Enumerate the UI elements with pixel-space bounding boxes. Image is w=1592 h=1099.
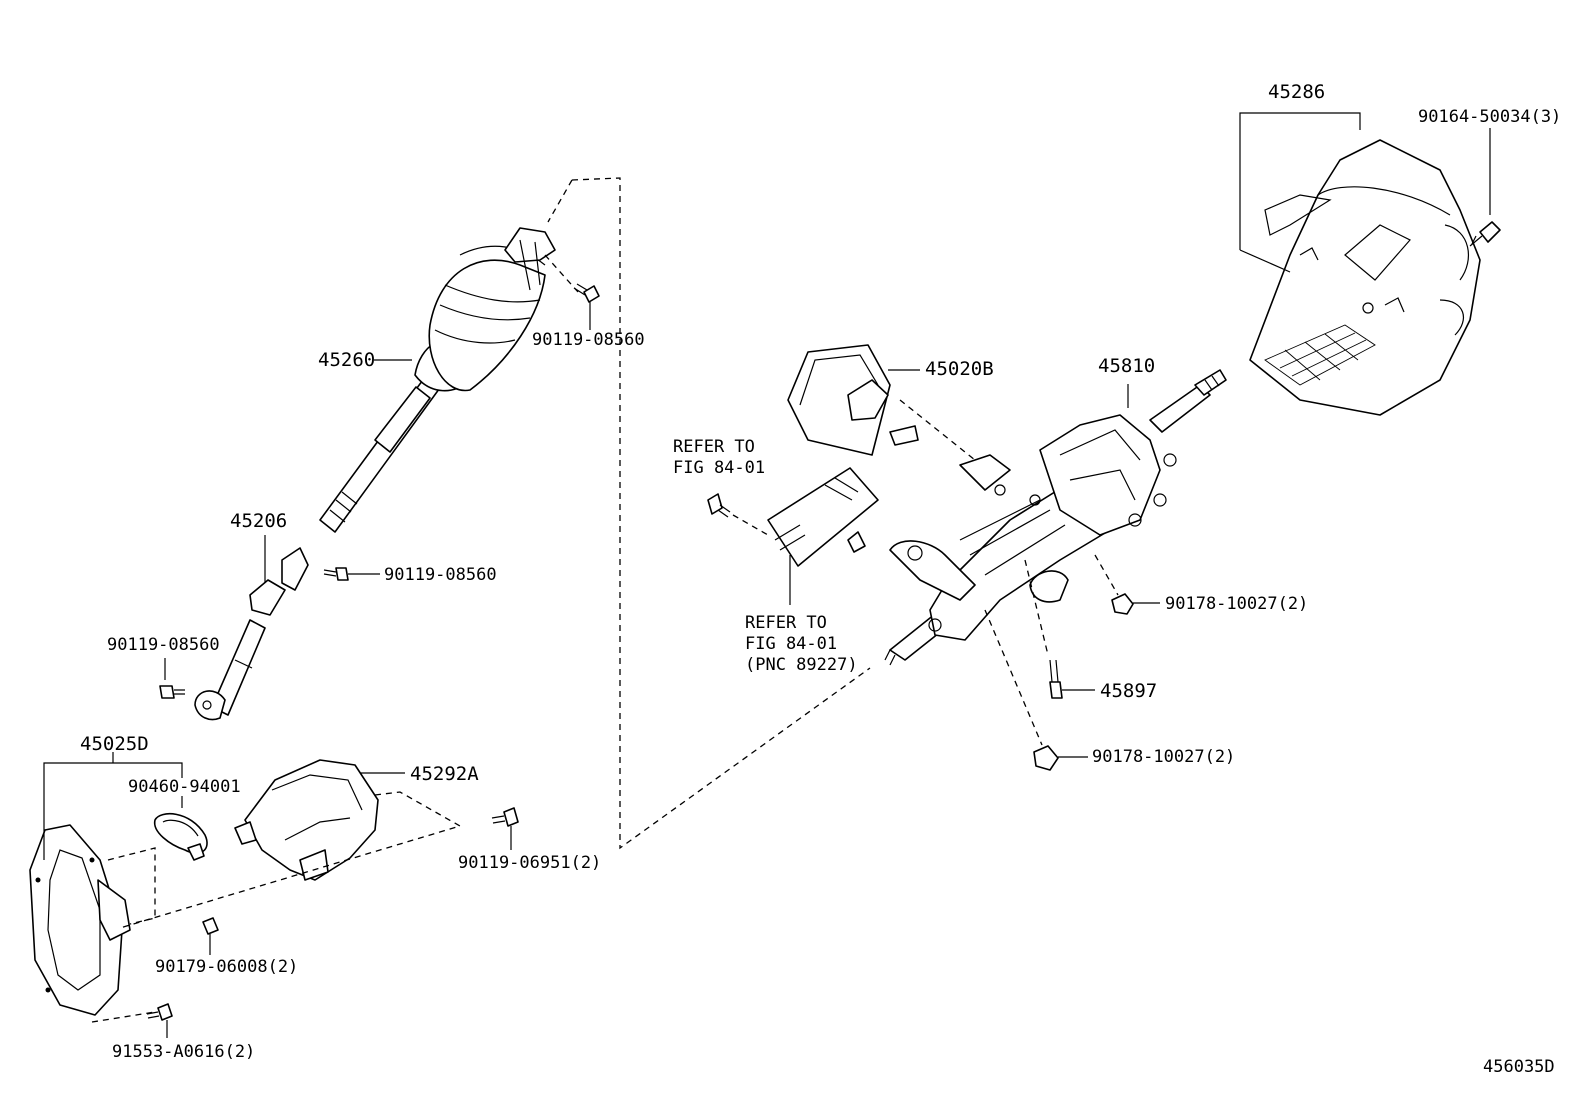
clamp-90460	[154, 796, 208, 861]
label-45897: 45897	[1100, 680, 1157, 702]
u-joint-shaft-45206	[194, 535, 309, 721]
bolt-90119-06951	[119, 791, 519, 929]
module-box	[767, 467, 879, 605]
nut-90178-a	[1111, 593, 1160, 615]
intermediate-shaft-45260	[319, 227, 556, 533]
steering-column-45810	[884, 369, 1227, 666]
label-45292A: 45292A	[410, 763, 479, 785]
refer-1-line-2: FIG 84-01	[673, 458, 765, 478]
nut-90178-b	[1033, 745, 1088, 771]
label-90164: 90164-50034(3)	[1418, 107, 1561, 127]
label-91553: 91553-A0616(2)	[112, 1042, 255, 1062]
label-90119-left: 90119-08560	[107, 635, 220, 655]
label-45810: 45810	[1098, 355, 1155, 377]
label-45206: 45206	[230, 510, 287, 532]
refer-2-line-3: (PNC 89227)	[745, 655, 858, 675]
assembly-dash-2	[547, 179, 573, 223]
label-90178-a: 90178-10027(2)	[1165, 594, 1308, 614]
label-45025D: 45025D	[80, 733, 149, 755]
refer-2-line-2: FIG 84-01	[745, 634, 837, 654]
label-90119-top: 90119-08560	[532, 330, 645, 350]
column-cover-45286	[1239, 112, 1481, 416]
label-90119-06951: 90119-06951(2)	[458, 853, 601, 873]
screw-90164	[1469, 128, 1501, 247]
link-dash-4	[984, 609, 1043, 746]
link-dash-2	[1094, 554, 1119, 596]
airbag-clock-45020B	[787, 344, 920, 456]
link-dash-1	[899, 399, 976, 461]
label-90179: 90179-06008(2)	[155, 957, 298, 977]
bolt-91553	[146, 1003, 173, 1038]
assembly-dash	[571, 177, 871, 850]
link-dash-3	[1024, 559, 1049, 656]
label-45286: 45286	[1268, 81, 1325, 103]
diagram-code: 456035D	[1483, 1057, 1555, 1077]
screw-refer	[707, 493, 769, 536]
hole-cover-45025D	[29, 762, 183, 1023]
refer-1-line-1: REFER TO	[673, 437, 755, 457]
label-90119-mid: 90119-08560	[384, 565, 497, 585]
nut-90179	[202, 917, 219, 955]
column-cover-45292A	[234, 759, 405, 881]
bolt-90119-mid	[323, 567, 380, 581]
bolt-45897	[1049, 659, 1095, 699]
label-90460: 90460-94001	[128, 777, 241, 797]
label-45260: 45260	[318, 349, 375, 371]
label-90178-b: 90178-10027(2)	[1092, 747, 1235, 767]
bolt-90119-top	[544, 254, 600, 330]
label-45020B: 45020B	[925, 358, 994, 380]
bolt-90119-left	[159, 658, 185, 699]
refer-2-line-1: REFER TO	[745, 613, 827, 633]
